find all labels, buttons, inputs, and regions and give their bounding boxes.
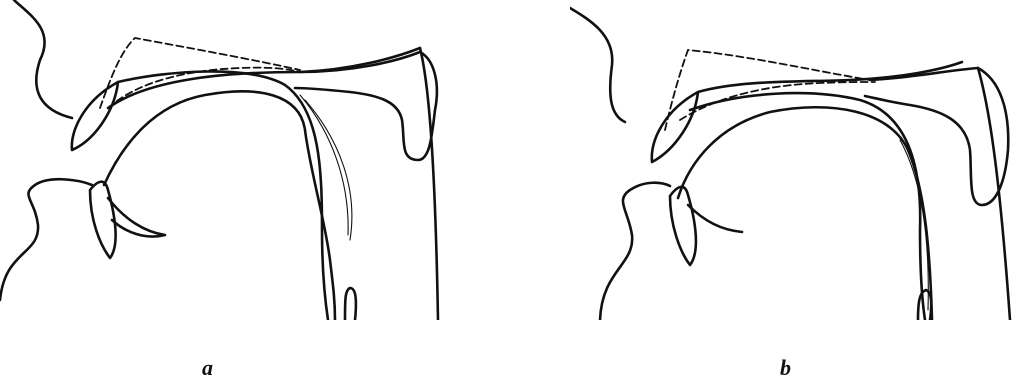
upper-lip-outline xyxy=(14,0,72,118)
lower-incisor xyxy=(670,187,696,265)
panel-label-a: a xyxy=(202,355,213,381)
vocal-tract-drawing-a xyxy=(0,0,470,320)
dashed-nasal-contour xyxy=(665,50,870,130)
pharynx-wall xyxy=(420,48,438,320)
upper-incisor xyxy=(652,92,698,162)
panel-b-diagram xyxy=(570,0,1013,320)
upper-incisor xyxy=(72,82,118,150)
vocal-tract-drawing-b xyxy=(570,0,1013,320)
dashed-palate-contour xyxy=(680,82,875,120)
larynx-loop xyxy=(345,288,356,320)
upper-lip-outline xyxy=(570,8,625,122)
palate-upper-line xyxy=(698,62,962,92)
tongue-body xyxy=(678,107,932,320)
panel-a-diagram xyxy=(0,0,470,320)
tongue-body xyxy=(104,91,335,320)
lower-lip-outline xyxy=(600,183,670,320)
velum-outline xyxy=(865,68,1008,205)
panel-label-b: b xyxy=(780,355,791,381)
lower-lip-outline xyxy=(0,179,92,300)
